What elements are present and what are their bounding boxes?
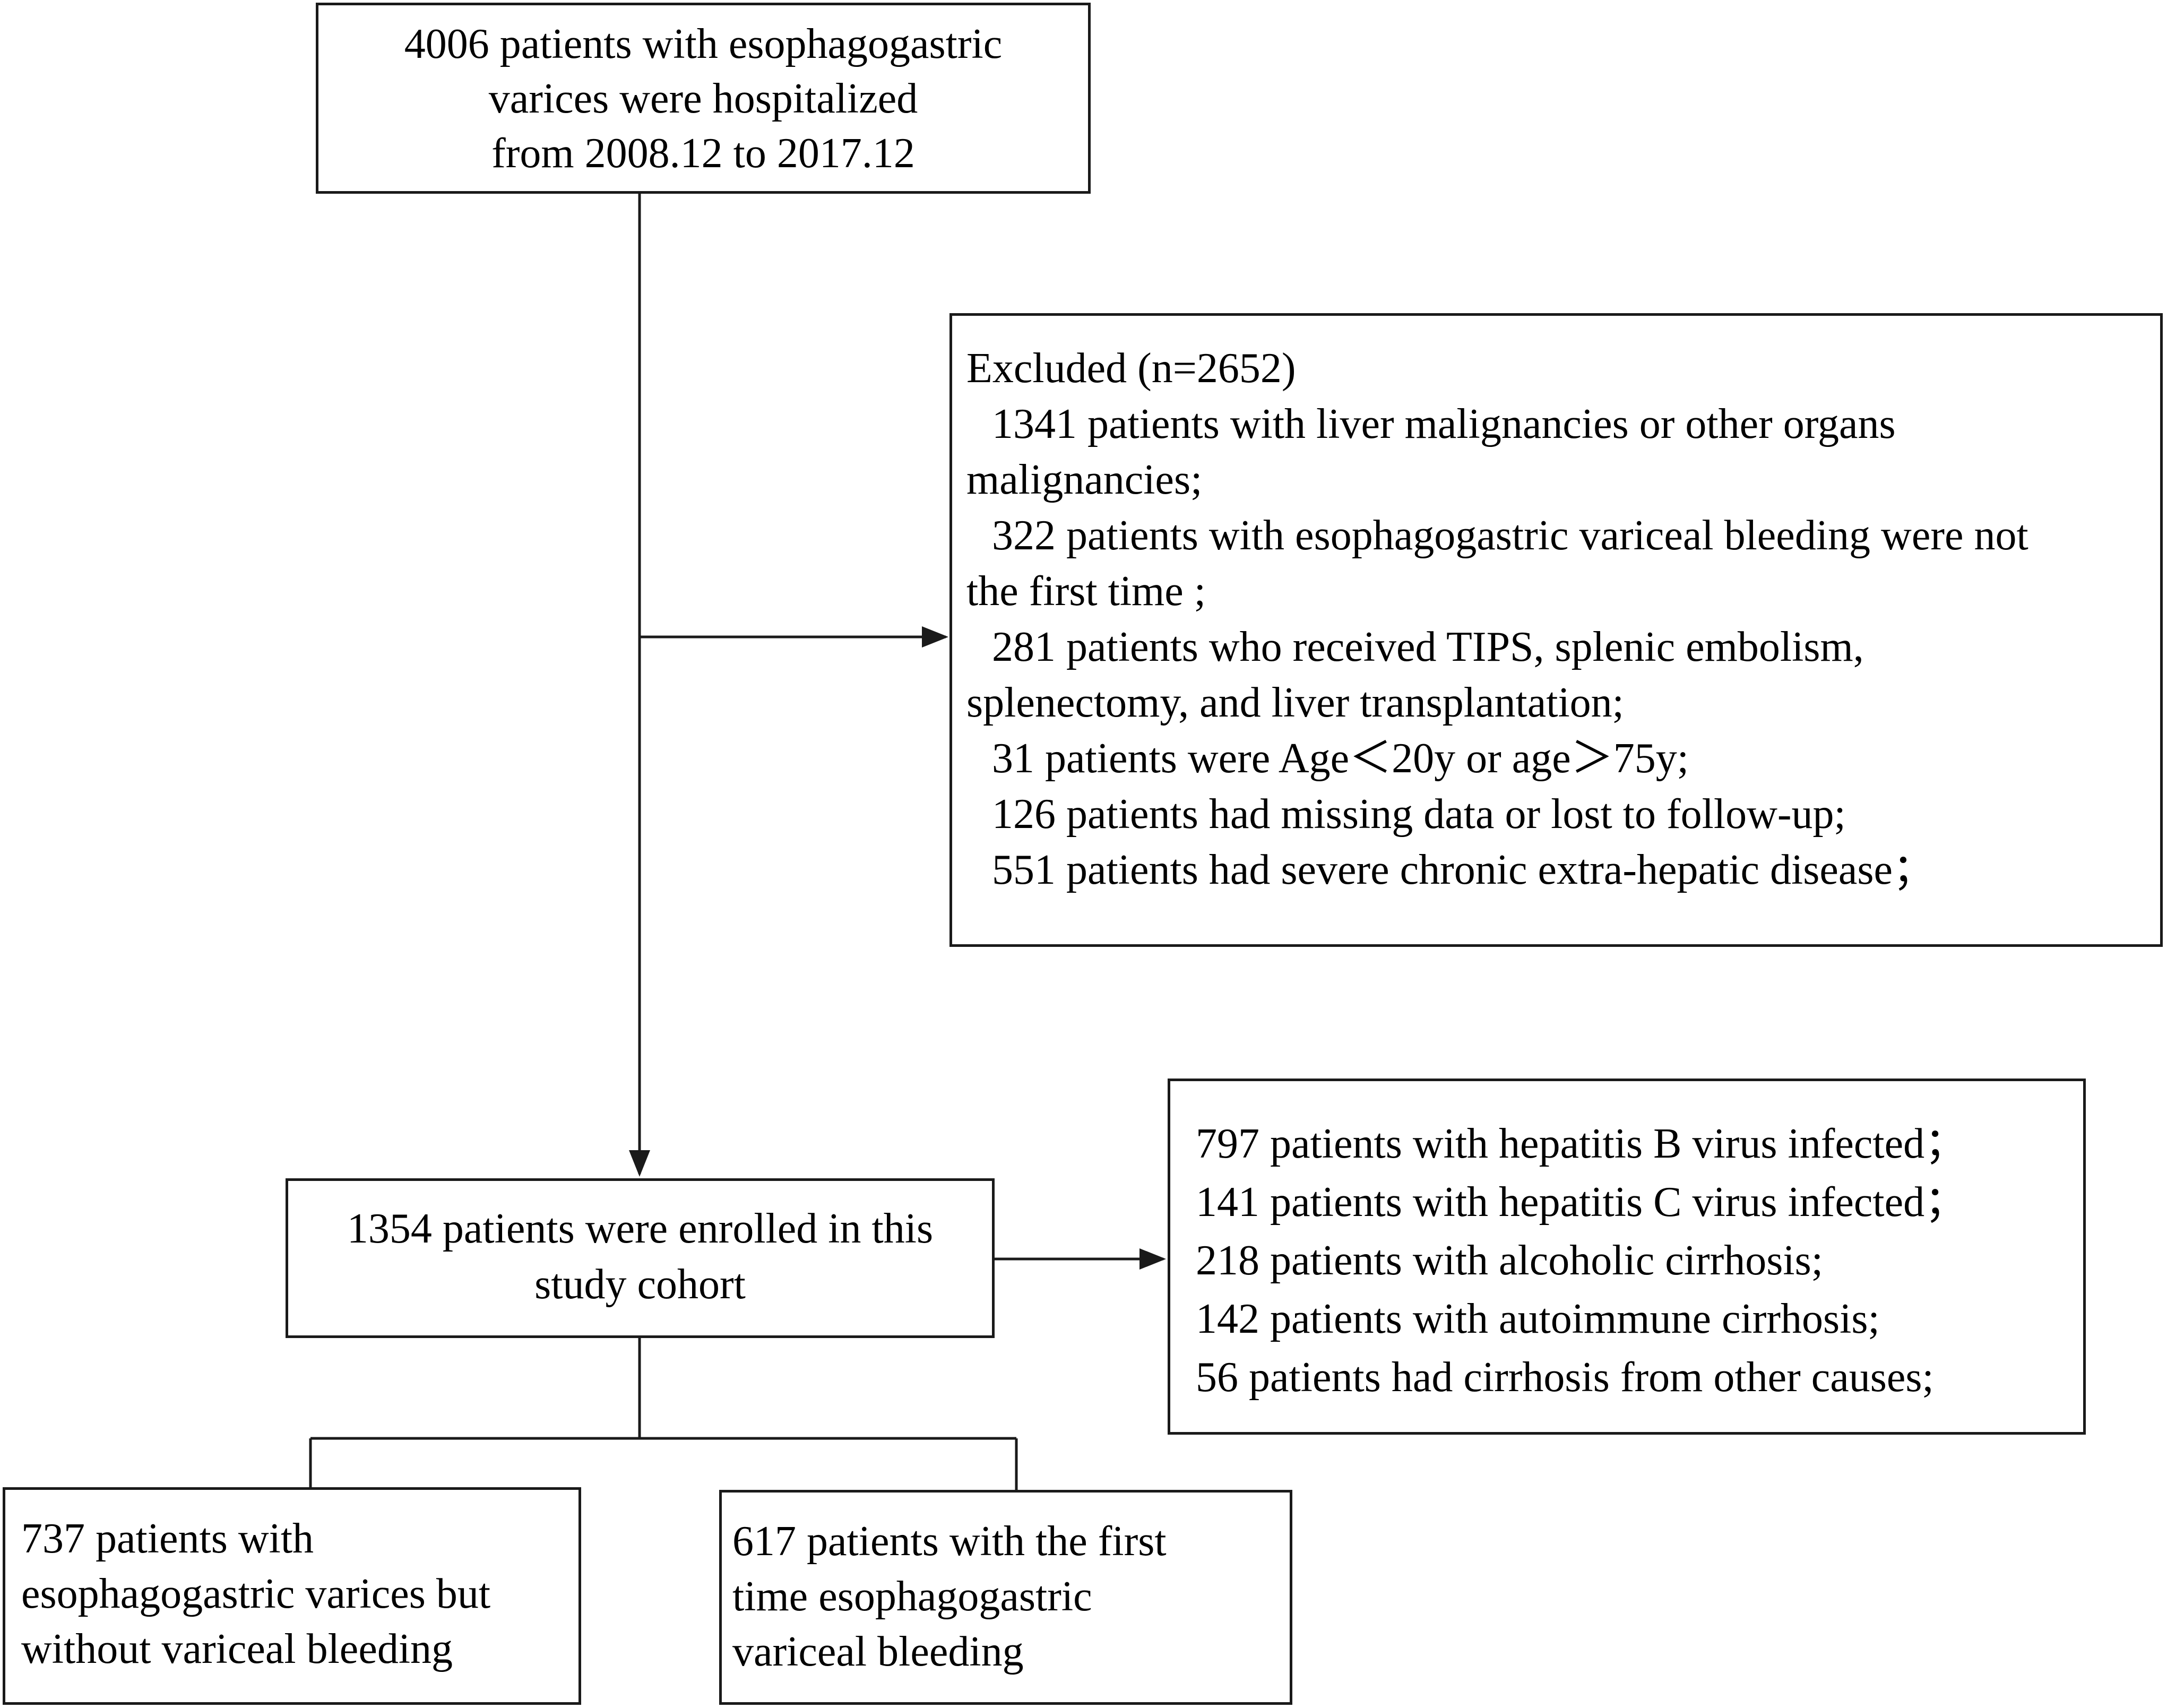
excluded-line-2: malignancies; bbox=[966, 456, 1203, 503]
excluded-box: Excluded (n=2652) 1341 patients with liv… bbox=[949, 313, 2163, 947]
non-bleeding-line-2: esophagogastric varices but bbox=[21, 1571, 491, 1617]
etiology-line-5: 56 patients had cirrhosis from other cau… bbox=[1196, 1354, 1934, 1401]
excluded-header: Excluded (n=2652) bbox=[966, 345, 1296, 392]
screened-line-2: varices were hospitalized bbox=[488, 75, 918, 122]
excluded-line-4: the first time ; bbox=[966, 568, 1206, 615]
excluded-line-8: 126 patients had missing data or lost to… bbox=[992, 791, 1846, 838]
excluded-line-3: 322 patients with esophagogastric varice… bbox=[992, 512, 2028, 559]
non-bleeding-line-1: 737 patients with bbox=[21, 1515, 314, 1562]
excluded-line-1: 1341 patients with liver malignancies or… bbox=[992, 401, 1896, 447]
screened-line-1: 4006 patients with esophagogastric bbox=[404, 21, 1003, 67]
bleeding-line-2: time esophagogastric bbox=[732, 1573, 1092, 1620]
enrolled-line-1: 1354 patients were enrolled in this bbox=[347, 1205, 934, 1252]
enrolled-line-2: study cohort bbox=[534, 1261, 746, 1308]
etiology-line-4: 142 patients with autoimmune cirrhosis; bbox=[1196, 1296, 1880, 1342]
non-bleeding-line-3: without variceal bleeding bbox=[21, 1626, 453, 1672]
excluded-line-9: 551 patients had severe chronic extra-he… bbox=[992, 847, 1936, 893]
etiology-line-2: 141 patients with hepatitis C virus infe… bbox=[1196, 1179, 1967, 1226]
bleeding-line-1: 617 patients with the first bbox=[732, 1518, 1167, 1565]
etiology-line-3: 218 patients with alcoholic cirrhosis; bbox=[1196, 1237, 1823, 1284]
non-bleeding-group-box: 737 patients with esophagogastric varice… bbox=[3, 1487, 581, 1705]
bleeding-line-3: variceal bleeding bbox=[732, 1628, 1024, 1675]
excluded-line-6: splenectomy, and liver transplantation; bbox=[966, 679, 1624, 726]
etiology-line-1: 797 patients with hepatitis B virus infe… bbox=[1196, 1120, 1967, 1167]
screened-line-3: from 2008.12 to 2017.12 bbox=[491, 130, 915, 177]
screened-patients-box: 4006 patients with esophagogastric varic… bbox=[316, 3, 1091, 194]
enrolled-cohort-box: 1354 patients were enrolled in this stud… bbox=[286, 1178, 995, 1338]
excluded-line-5: 281 patients who received TIPS, splenic … bbox=[992, 624, 1864, 670]
etiology-box: 797 patients with hepatitis B virus infe… bbox=[1168, 1079, 2086, 1435]
bleeding-group-box: 617 patients with the first time esophag… bbox=[719, 1490, 1292, 1705]
excluded-line-7: 31 patients were Age＜20y or age＞75y; bbox=[992, 735, 1689, 782]
